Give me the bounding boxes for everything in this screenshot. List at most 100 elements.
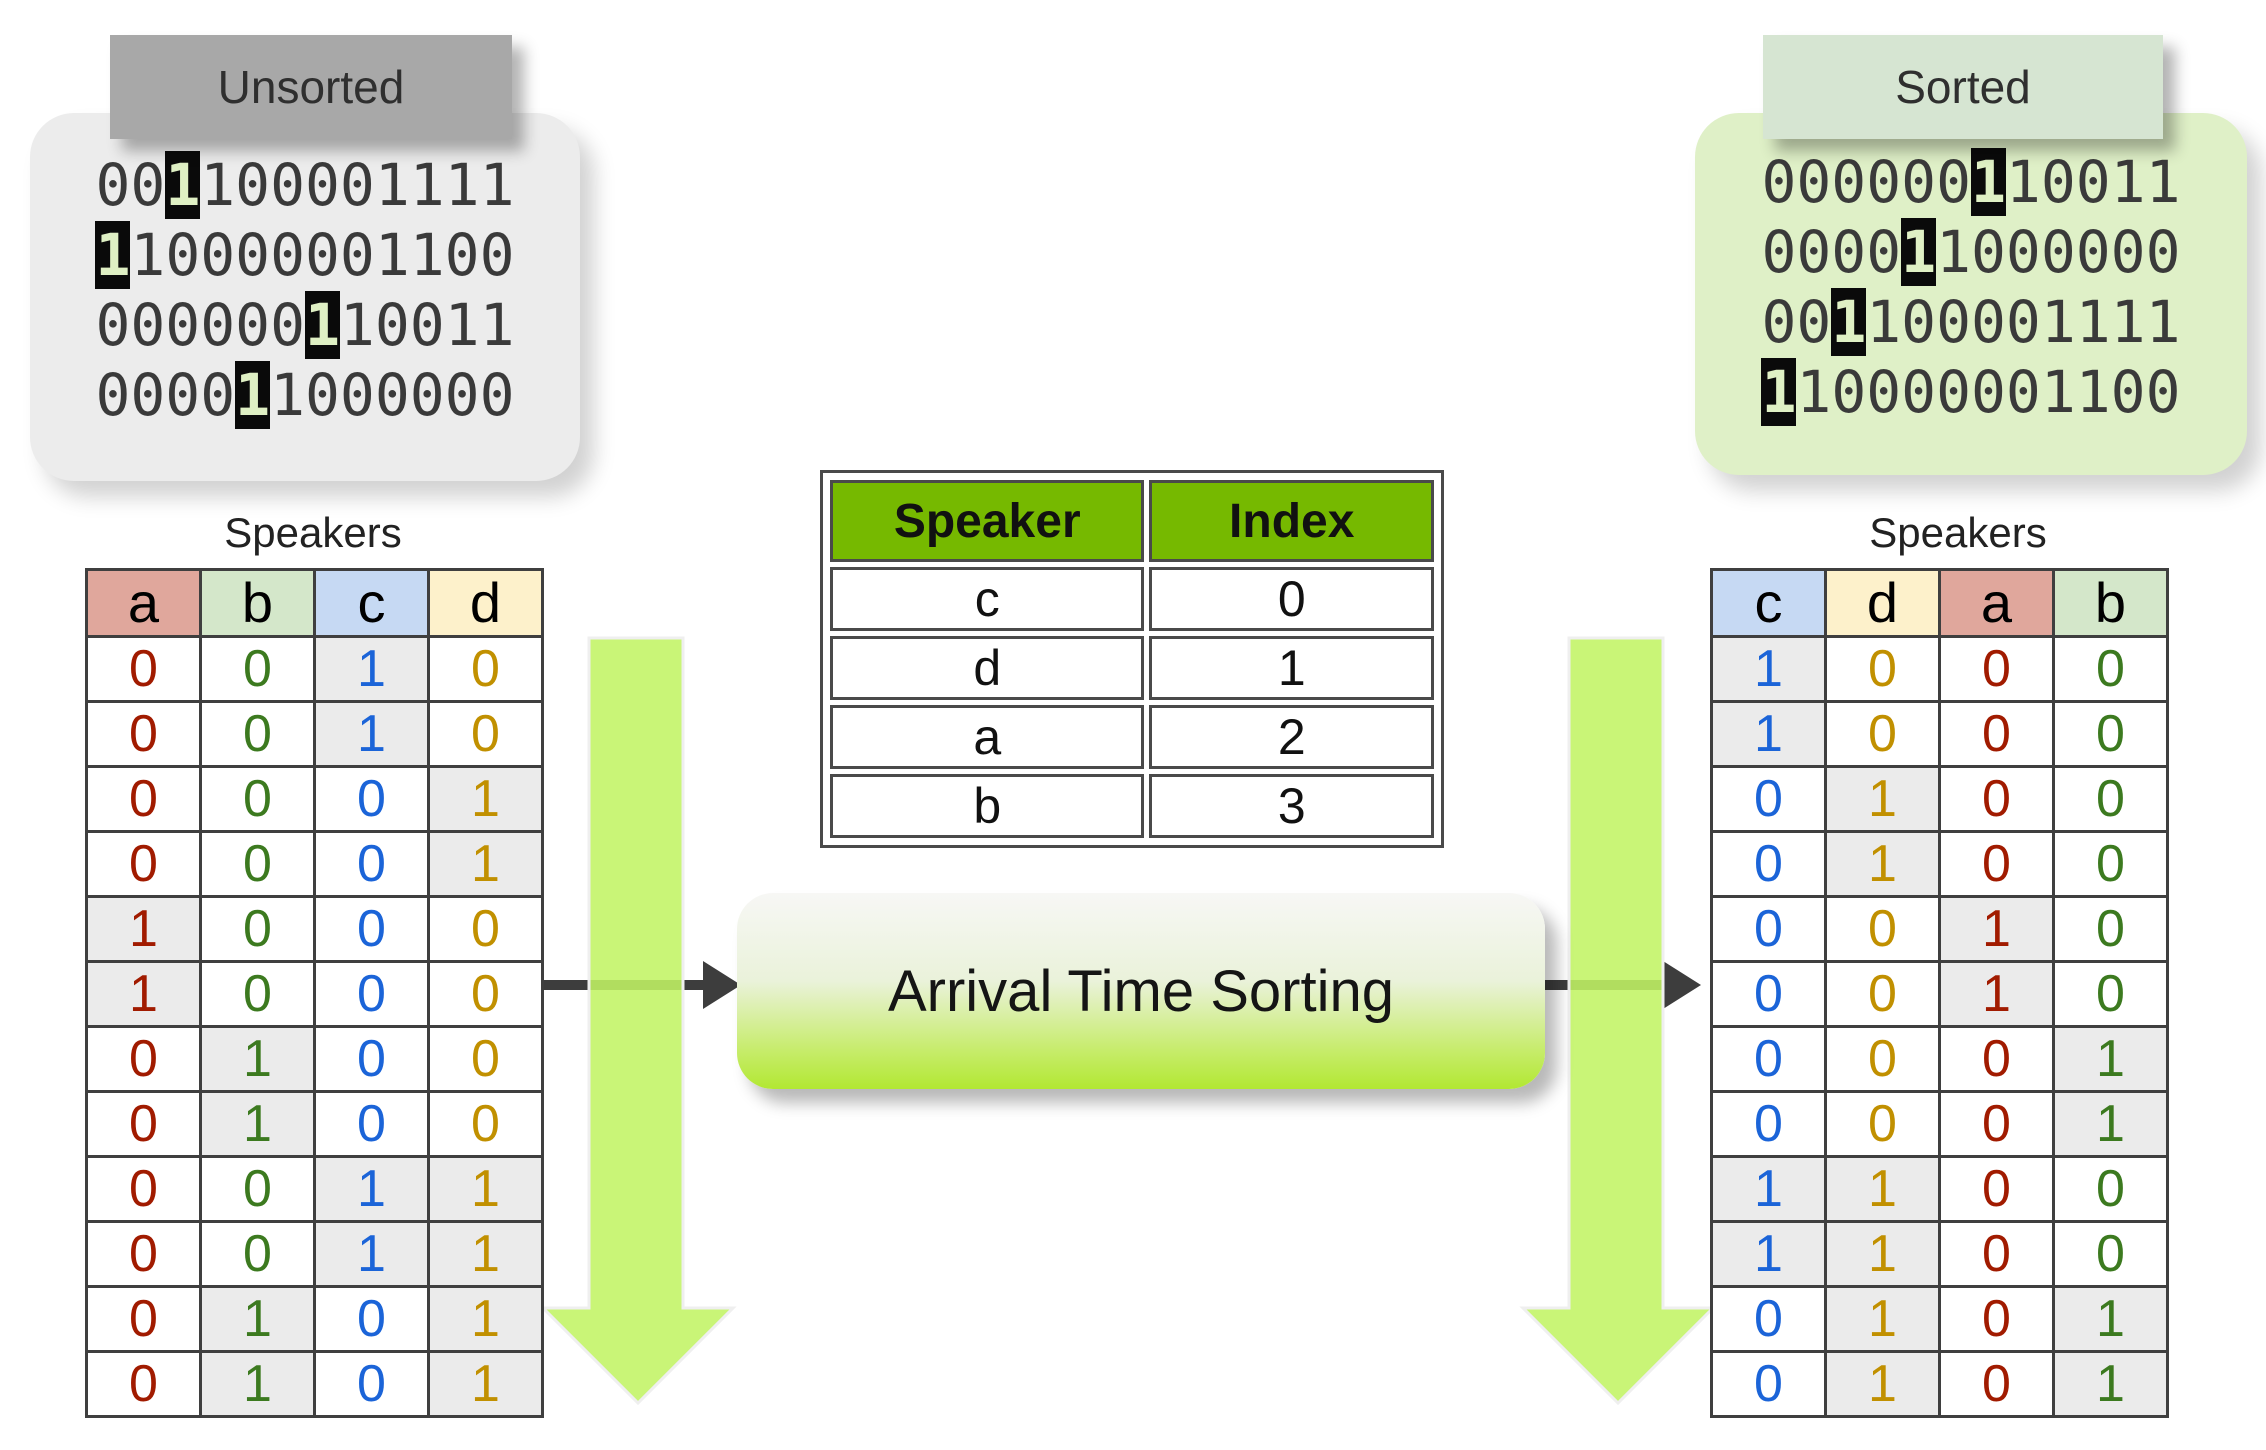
digit-cell: 1 (1824, 1155, 1941, 1223)
digit-cell: 1 (199, 1090, 316, 1158)
first-arrival-bit: 1 (235, 361, 271, 429)
binary-string: 001100001111 (1761, 288, 2181, 356)
speaker-column-header: d (427, 568, 544, 638)
digit-cell: 1 (1824, 765, 1941, 833)
digit-cell: 1 (1710, 700, 1827, 768)
digit-cell: 1 (1938, 960, 2055, 1028)
mapping-cell: c (830, 567, 1145, 631)
digit-cell: 1 (199, 1350, 316, 1418)
mapping-column-header: Speaker (830, 480, 1145, 562)
digit-cell: 0 (85, 1025, 202, 1093)
digit-cell: 0 (199, 895, 316, 963)
speaker-column-header: a (1938, 568, 2055, 638)
digit-cell: 1 (199, 1285, 316, 1353)
digit-cell: 0 (1824, 1090, 1941, 1158)
digit-cell: 1 (313, 700, 430, 768)
speaker-column-header: b (199, 568, 316, 638)
speaker-column-header: c (313, 568, 430, 638)
digit-cell: 0 (1938, 635, 2055, 703)
digit-cell: 0 (1938, 1155, 2055, 1223)
digit-cell: 0 (1710, 1025, 1827, 1093)
digit-cell: 0 (1710, 1285, 1827, 1353)
digit-cell: 1 (427, 830, 544, 898)
binary-string: 000011000000 (1761, 218, 2181, 286)
digit-cell: 0 (313, 1285, 430, 1353)
digit-cell: 0 (85, 1155, 202, 1223)
digit-cell: 0 (427, 635, 544, 703)
digit-cell: 0 (313, 895, 430, 963)
digit-cell: 1 (1824, 1220, 1941, 1288)
binary-string: 000000110011 (95, 291, 515, 359)
digit-cell: 0 (199, 700, 316, 768)
first-arrival-bit: 1 (1970, 148, 2006, 216)
right-table-title: Speakers (1869, 509, 2047, 556)
digit-cell: 1 (1824, 1350, 1941, 1418)
digit-cell: 0 (2052, 960, 2169, 1028)
digit-cell: 0 (313, 1350, 430, 1418)
digit-cell: 0 (1710, 1350, 1827, 1418)
digit-cell: 0 (1938, 700, 2055, 768)
binary-string: 110000001100 (95, 221, 515, 289)
mapping-cell: b (830, 774, 1145, 838)
digit-cell: 0 (313, 830, 430, 898)
digit-cell: 1 (1710, 635, 1827, 703)
first-arrival-bit: 1 (1761, 358, 1797, 426)
digit-cell: 1 (85, 895, 202, 963)
binary-string: 000011000000 (95, 361, 515, 429)
binary-string: 001100001111 (95, 151, 515, 219)
digit-cell: 0 (427, 700, 544, 768)
digit-cell: 0 (1710, 1090, 1827, 1158)
digit-cell: 0 (2052, 895, 2169, 963)
digit-cell: 0 (85, 765, 202, 833)
sorted-label: Sorted (1763, 35, 2163, 139)
digit-cell: 0 (1938, 830, 2055, 898)
digit-cell: 0 (313, 765, 430, 833)
digit-cell: 1 (313, 635, 430, 703)
digit-cell: 0 (1938, 1285, 2055, 1353)
digit-cell: 1 (85, 960, 202, 1028)
digit-cell: 0 (2052, 635, 2169, 703)
speaker-column-header: c (1710, 568, 1827, 638)
first-arrival-bit: 1 (165, 151, 201, 219)
speaker-column-header: d (1824, 568, 1941, 638)
digit-cell: 1 (1710, 1220, 1827, 1288)
first-arrival-bit: 1 (304, 291, 340, 359)
digit-cell: 0 (85, 700, 202, 768)
digit-cell: 1 (427, 1285, 544, 1353)
digit-cell: 0 (2052, 1220, 2169, 1288)
time-down-arrow-left (539, 636, 737, 1406)
digit-cell: 0 (1824, 700, 1941, 768)
digit-cell: 1 (1710, 1155, 1827, 1223)
digit-cell: 1 (427, 765, 544, 833)
digit-cell: 1 (427, 1220, 544, 1288)
digit-cell: 0 (85, 830, 202, 898)
digit-cell: 0 (1938, 765, 2055, 833)
digit-cell: 0 (199, 635, 316, 703)
digit-cell: 0 (199, 830, 316, 898)
digit-cell: 0 (85, 1350, 202, 1418)
digit-cell: 1 (427, 1155, 544, 1223)
first-arrival-bit: 1 (1831, 288, 1867, 356)
